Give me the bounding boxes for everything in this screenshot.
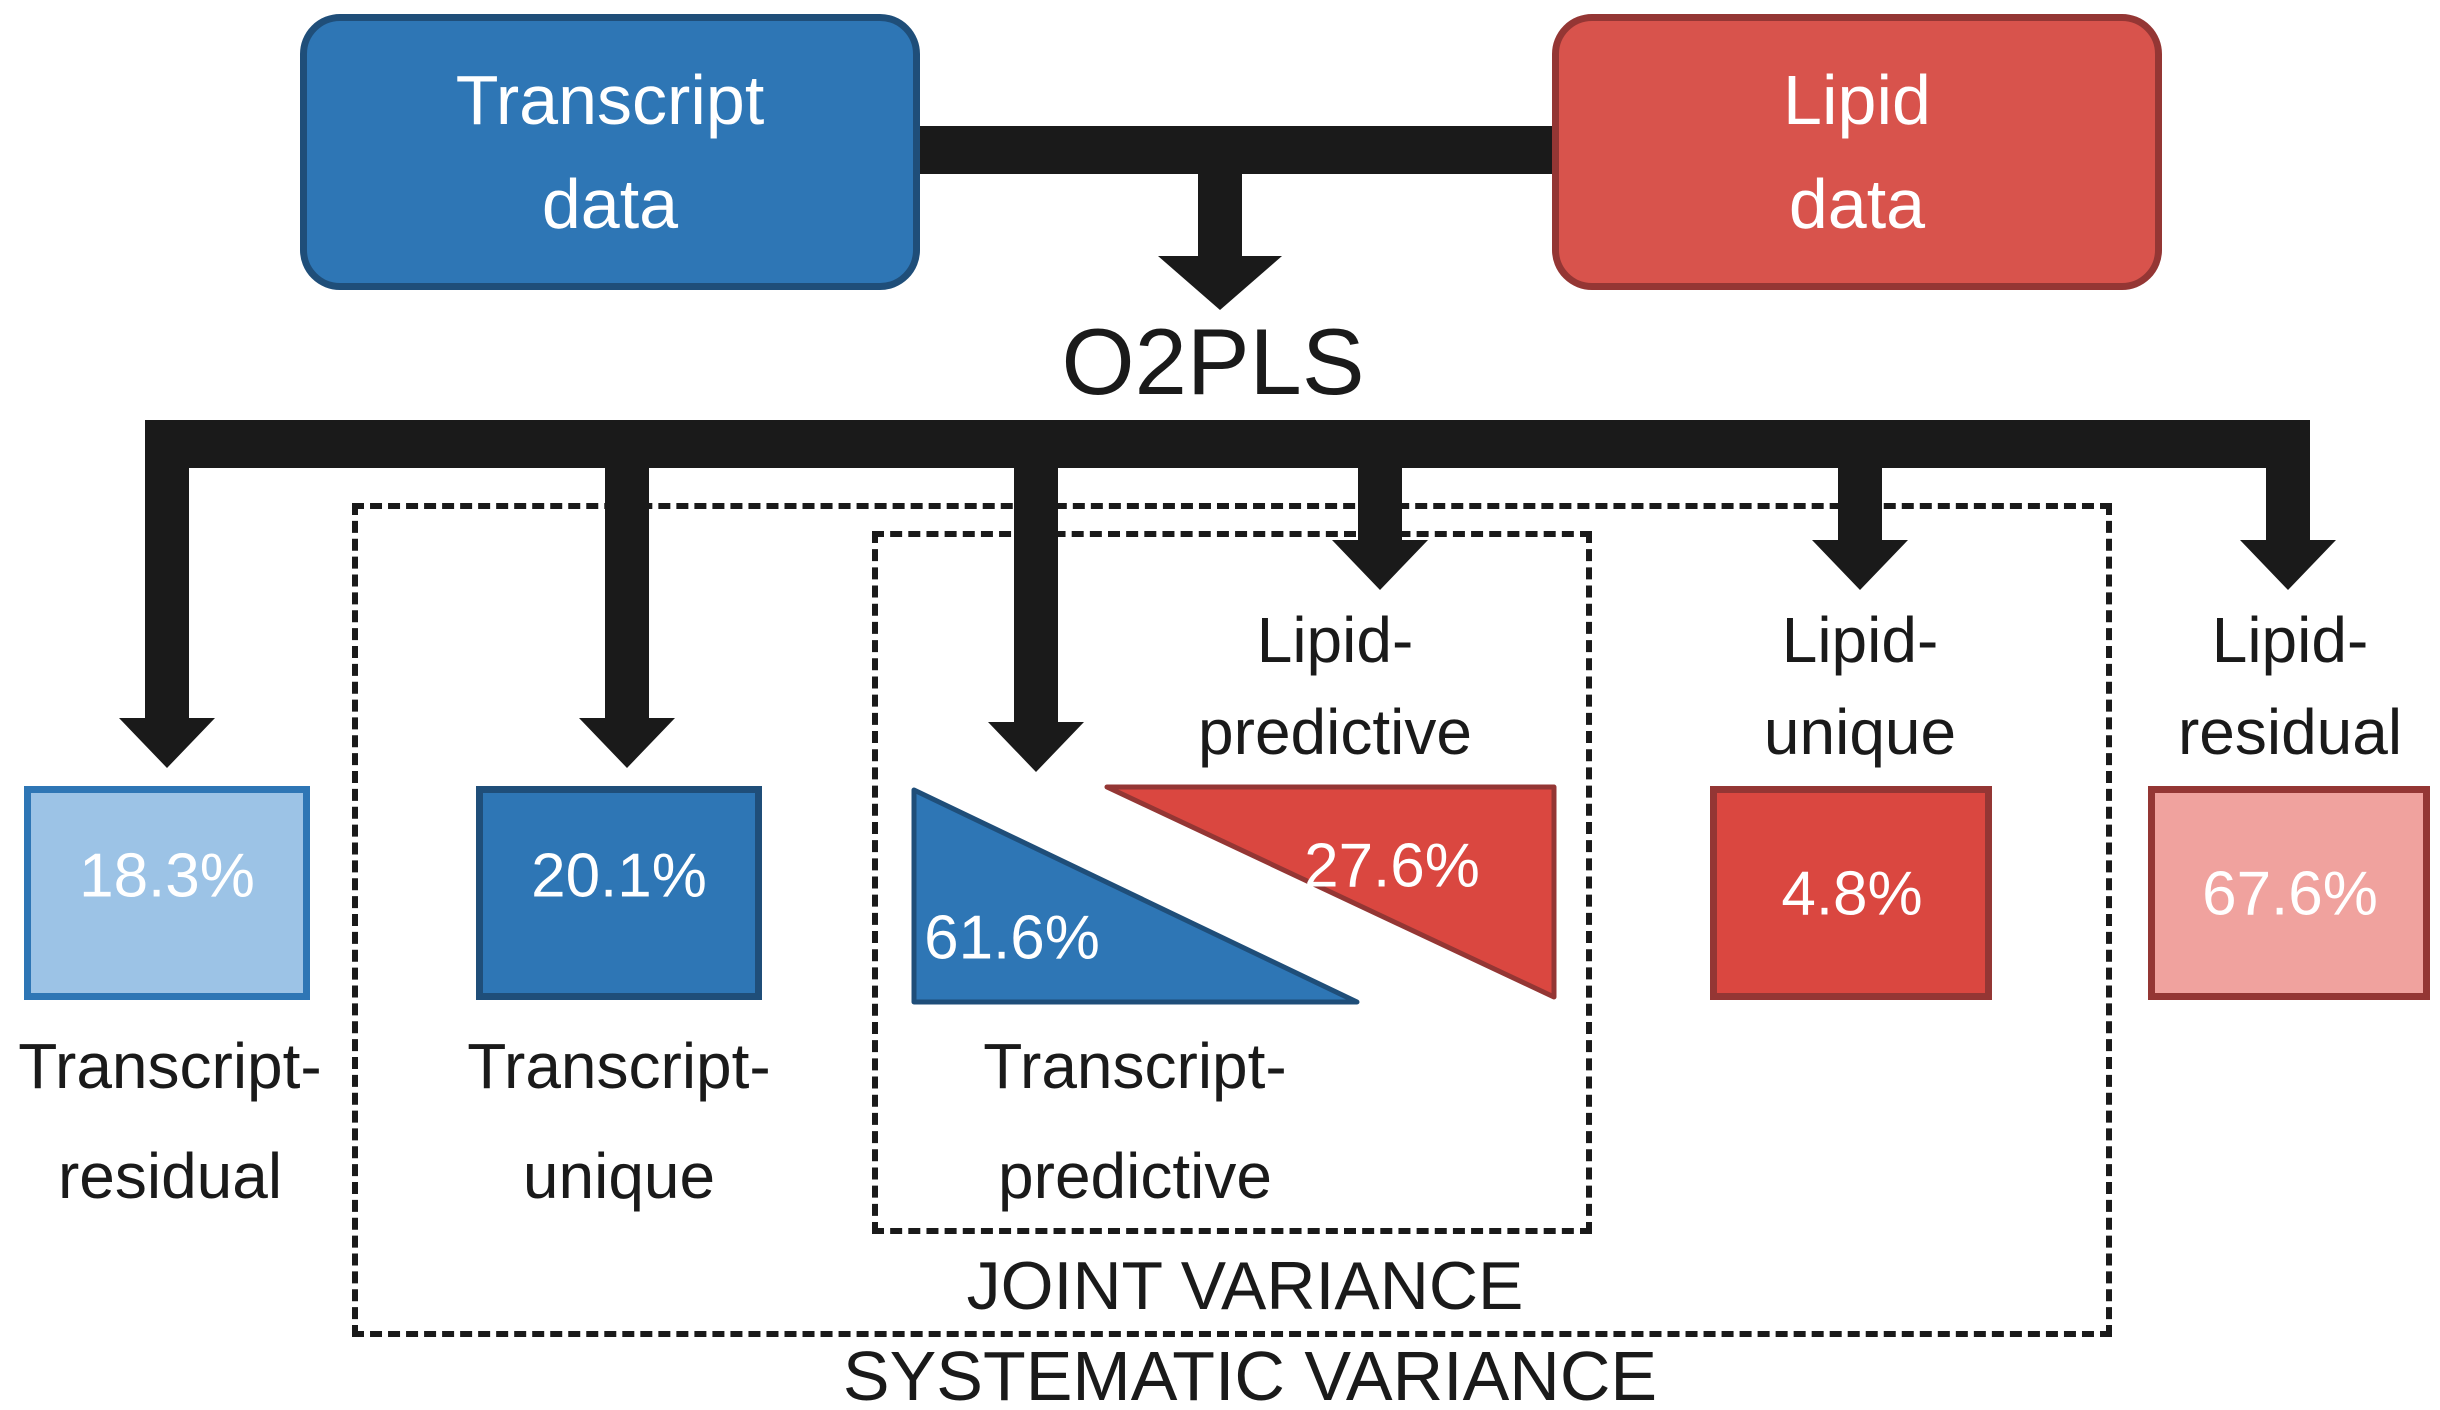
- lipid-unique-box: [1710, 786, 1992, 1000]
- transcript-predictive-arrow-stem: [1014, 440, 1058, 724]
- transcript-unique-box: [476, 786, 762, 1000]
- transcript-data-box: Transcript data: [300, 14, 920, 290]
- transcript-unique-value: 20.1%: [531, 841, 707, 911]
- lipid-data-label-line2: data: [1788, 165, 1926, 243]
- lipid-residual-label: Lipid- residual: [2177, 604, 2403, 768]
- lipid-predictive-label: Lipid- predictive: [1198, 604, 1472, 768]
- o2pls-arrow-stem: [1198, 130, 1242, 258]
- transcript-predictive-value: 61.6%: [924, 903, 1100, 973]
- transcript-unique-label: Transcript- unique: [467, 1030, 771, 1212]
- predictive-triangles: [911, 784, 1557, 1005]
- distribution-bar: [145, 420, 2310, 468]
- transcript-predictive-triangle: [911, 787, 1360, 1005]
- down-arrow-icon: [2240, 540, 2336, 590]
- transcript-residual-label: Transcript- residual: [18, 1030, 322, 1212]
- lipid-unique-label: Lipid- unique: [1763, 604, 1957, 768]
- systematic-variance-caption: SYSTEMATIC VARIANCE: [842, 1337, 1658, 1410]
- transcript-residual-box: [24, 786, 310, 1000]
- lipid-residual-arrow-stem: [2266, 420, 2310, 542]
- o2pls-title: O2PLS: [1061, 309, 1365, 414]
- systematic-variance-box: [352, 503, 2112, 1337]
- down-arrow-icon: [119, 718, 215, 768]
- transcript-predictive-label: Transcript- predictive: [983, 1030, 1287, 1212]
- transcript-data-label-line2: data: [541, 165, 679, 243]
- lipid-data-box: Lipid data: [1552, 14, 2162, 290]
- lipid-unique-arrow-stem: [1838, 440, 1882, 542]
- transcript-unique-arrow-stem: [605, 440, 649, 720]
- lipid-unique-value: 4.8%: [1781, 859, 1923, 929]
- lipid-predictive-arrow-stem: [1358, 440, 1402, 542]
- transcript-data-label-line1: Transcript: [455, 61, 765, 139]
- transcript-residual-value: 18.3%: [79, 841, 255, 911]
- transcript-residual-arrow-stem: [145, 420, 189, 720]
- lipid-data-label-line1: Lipid: [1783, 61, 1931, 139]
- lipid-residual-box: [2148, 786, 2430, 1000]
- joint-variance-caption: JOINT VARIANCE: [966, 1248, 1524, 1324]
- lipid-predictive-value: 27.6%: [1304, 831, 1480, 901]
- lipid-residual-value: 67.6%: [2202, 859, 2378, 929]
- lipid-predictive-triangle: [1104, 784, 1557, 1000]
- down-arrow-icon: [1158, 256, 1282, 310]
- joint-variance-box: [872, 531, 1592, 1234]
